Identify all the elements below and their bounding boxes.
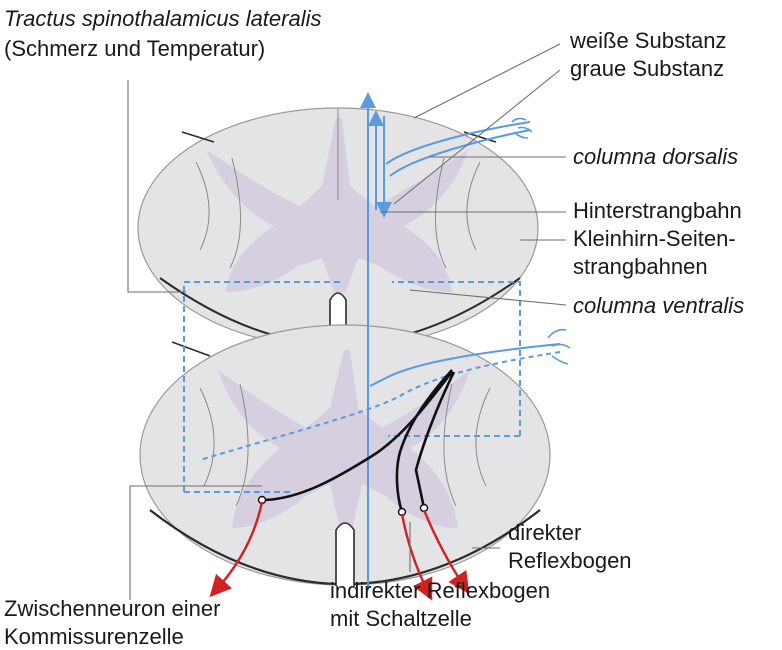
label-hinterstrangbahn: Hinterstrangbahn (573, 198, 742, 224)
upper-spinal-segment (138, 108, 538, 348)
lower-ventral-fissure (336, 523, 354, 586)
label-weisse-substanz: weiße Substanz (570, 28, 727, 54)
label-tractus-sub: (Schmerz und Temperatur) (4, 36, 265, 62)
label-direkter-1: direkter (508, 520, 581, 546)
label-zwischenneuron-1: Zwischenneuron einer (4, 596, 220, 622)
lower-root-stub-left (172, 342, 210, 356)
label-indirekter-2: mit Schaltzelle (330, 606, 472, 632)
label-zwischenneuron-2: Kommissurenzelle (4, 624, 184, 650)
label-columna-dorsalis: columna dorsalis (573, 144, 738, 170)
label-columna-ventralis: columna ventralis (573, 293, 744, 319)
leader-weisse-substanz (414, 44, 560, 118)
label-graue-substanz: graue Substanz (570, 56, 724, 82)
label-indirekter-1: indirekter Reflexbogen (330, 578, 550, 604)
label-kleinhirn-2: strangbahnen (573, 254, 708, 280)
label-tractus-title: Tractus spinothalamicus lateralis (4, 6, 322, 32)
label-kleinhirn-1: Kleinhirn-Seiten- (573, 226, 736, 252)
lower-dorsal-root-fan (548, 330, 570, 364)
label-direkter-2: Reflexbogen (508, 548, 632, 574)
